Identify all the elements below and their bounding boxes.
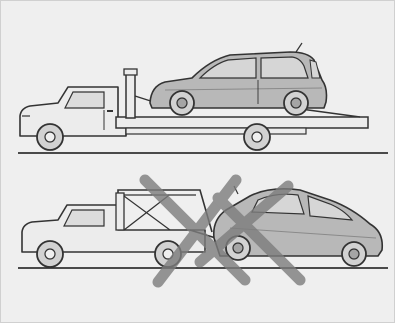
towing-diagram: [0, 0, 395, 323]
diagram-background: [1, 1, 395, 323]
towing-diagram-svg: [0, 0, 395, 323]
